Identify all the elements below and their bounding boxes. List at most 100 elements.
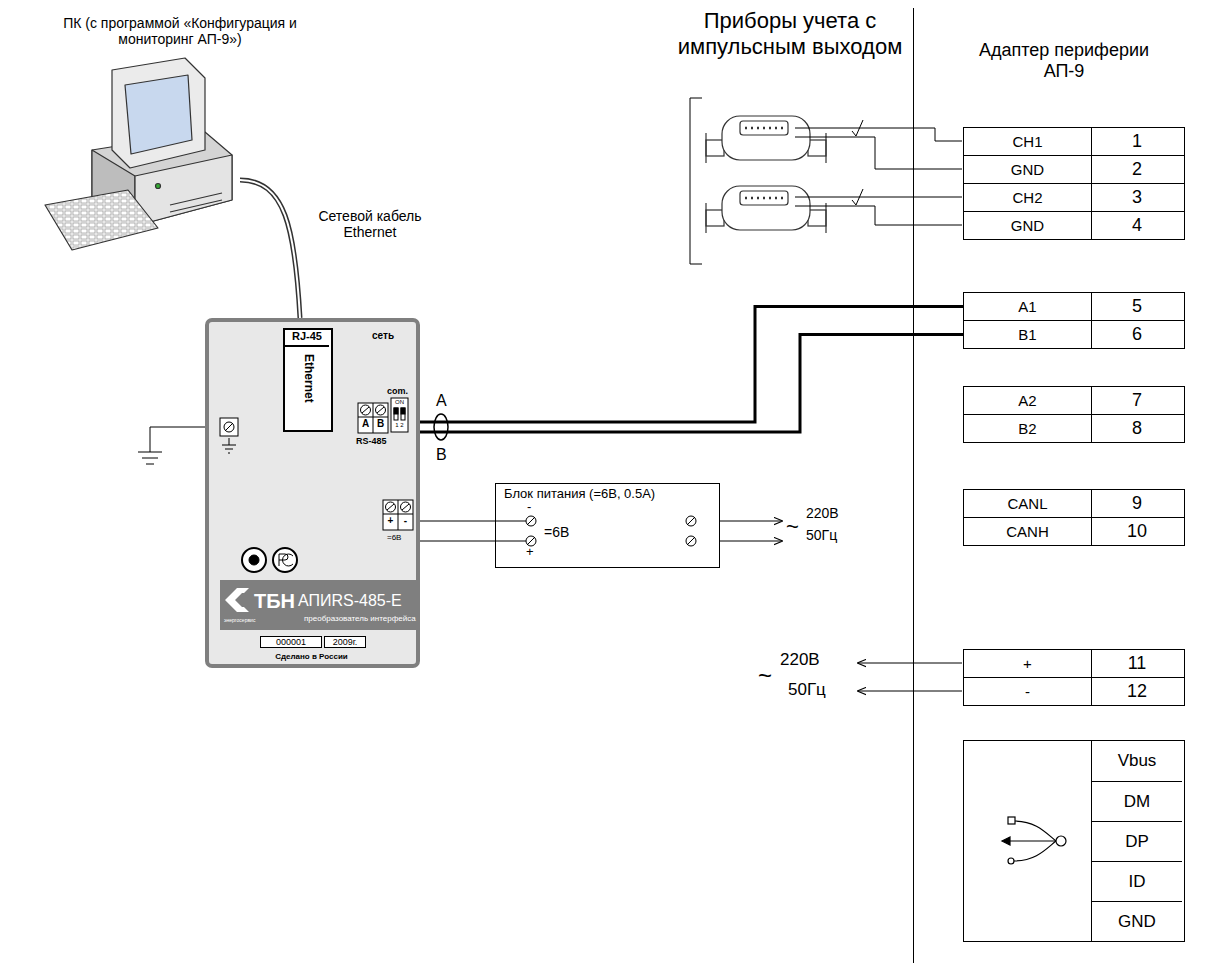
path-shape — [1002, 837, 1010, 845]
line-shape — [705, 133, 706, 163]
twisted-pair-mark — [434, 414, 448, 440]
connector-line — [240, 180, 300, 318]
path-shape — [795, 206, 962, 225]
terminal-row: CANL9 — [963, 489, 1185, 518]
meter-wires — [690, 98, 962, 264]
line-shape — [362, 407, 369, 413]
usb-pin-name: DP — [1091, 821, 1182, 861]
panel-marking: сеть — [372, 330, 394, 342]
terminal-row: GND4 — [963, 211, 1185, 240]
usb-pin-name: ID — [1091, 861, 1182, 901]
rect-shape — [391, 398, 408, 432]
line-shape — [687, 517, 695, 525]
circle-shape — [401, 502, 411, 512]
terminal-name: CH1 — [964, 128, 1092, 155]
line-shape — [383, 514, 413, 515]
terminal-name: + — [964, 650, 1092, 677]
terminal-name: CANL — [964, 490, 1092, 517]
line-shape — [745, 197, 785, 200]
pc-illustration — [45, 58, 232, 250]
connector — [240, 180, 300, 318]
terminal-name: A2 — [964, 387, 1092, 414]
connector — [420, 335, 963, 433]
path-shape — [852, 189, 863, 205]
pin-number: 6 — [1092, 321, 1182, 348]
circle-shape — [386, 502, 396, 512]
terminal-row: CH23 — [963, 183, 1185, 212]
panel-marking: + — [383, 515, 398, 527]
line-shape — [222, 445, 236, 446]
pin-number: 5 — [1092, 293, 1182, 320]
path-shape — [795, 197, 962, 198]
rect-shape — [808, 210, 826, 226]
line-shape — [387, 504, 394, 510]
path-shape — [279, 554, 288, 566]
line-shape — [170, 200, 222, 212]
rect-shape — [394, 408, 398, 414]
polygon-shape — [135, 155, 232, 226]
panel-marking: ON — [391, 399, 408, 406]
polygon-shape — [45, 190, 158, 250]
line-shape — [170, 193, 222, 205]
rect-shape — [706, 210, 724, 226]
serial-number: 000001 — [260, 636, 322, 648]
terminal-row: A15 — [963, 292, 1185, 321]
line-shape — [496, 541, 526, 542]
terminal-row: B28 — [963, 414, 1185, 443]
brand-banner: ТБНАПИRS-485-Eэнергосервиспреобразовател… — [220, 580, 418, 630]
pin-number: 7 — [1092, 387, 1182, 414]
rect-shape — [706, 140, 724, 156]
path-shape — [283, 554, 293, 566]
adapter-region: Адаптер периферии АП-9CH11GND2CH23GND4A1… — [913, 8, 1216, 963]
circle-shape — [686, 516, 696, 526]
mains-voltage: 220В — [780, 650, 820, 670]
pin-number: 11 — [1092, 650, 1182, 677]
caption-heading: ПК (с программой «Конфигурация и монитор… — [60, 15, 300, 47]
connector-label: Сетевой кабель Ethernet — [305, 208, 435, 240]
connector — [420, 307, 963, 423]
circle-shape — [1008, 858, 1014, 864]
line-shape — [377, 407, 384, 413]
supply-marking: =6В — [544, 524, 569, 540]
panel-marking: =6В — [387, 533, 401, 542]
rect-shape — [401, 408, 405, 414]
rect-shape — [740, 121, 788, 135]
connector — [420, 541, 495, 542]
rect-shape — [401, 408, 405, 420]
line-shape — [825, 203, 826, 233]
port-label: Ethernet — [301, 354, 315, 403]
polygon-shape — [125, 75, 192, 154]
terminal-name: GND — [964, 212, 1092, 239]
polygon-shape — [235, 593, 246, 607]
line-shape — [228, 453, 230, 454]
rect-shape — [722, 186, 810, 230]
terminal-name: B2 — [964, 415, 1092, 442]
mains-symbol: ~ — [786, 514, 799, 539]
path-shape — [858, 691, 962, 692]
panel-marking: RS-485 — [356, 436, 387, 446]
meter — [706, 186, 826, 233]
panel-marking: A — [358, 418, 373, 430]
rect-shape — [1008, 817, 1015, 824]
pin-number: 1 — [1092, 128, 1182, 155]
terminal-name: CH2 — [964, 184, 1092, 211]
meter — [706, 116, 826, 163]
g-shape — [225, 588, 249, 612]
path-shape — [1014, 841, 1056, 861]
usb-connector-box: VbusDMDPIDGND — [963, 740, 1185, 942]
brand-text: энергосервис — [224, 618, 255, 624]
line-shape — [496, 521, 526, 522]
brand-text: ТБН — [254, 590, 295, 613]
path-shape — [858, 663, 962, 664]
line-shape — [705, 203, 706, 233]
line-shape — [225, 449, 233, 450]
circle-shape — [273, 548, 297, 572]
device-heading: Адаптер периферии АП-9 — [974, 40, 1154, 81]
terminal-row: A27 — [963, 386, 1185, 415]
rect-shape — [722, 116, 810, 160]
terminal-row: CANH10 — [963, 517, 1185, 546]
terminal-row: -12 — [963, 677, 1185, 706]
terminal-name: GND — [964, 156, 1092, 183]
usb-pin-name: GND — [1091, 901, 1182, 941]
